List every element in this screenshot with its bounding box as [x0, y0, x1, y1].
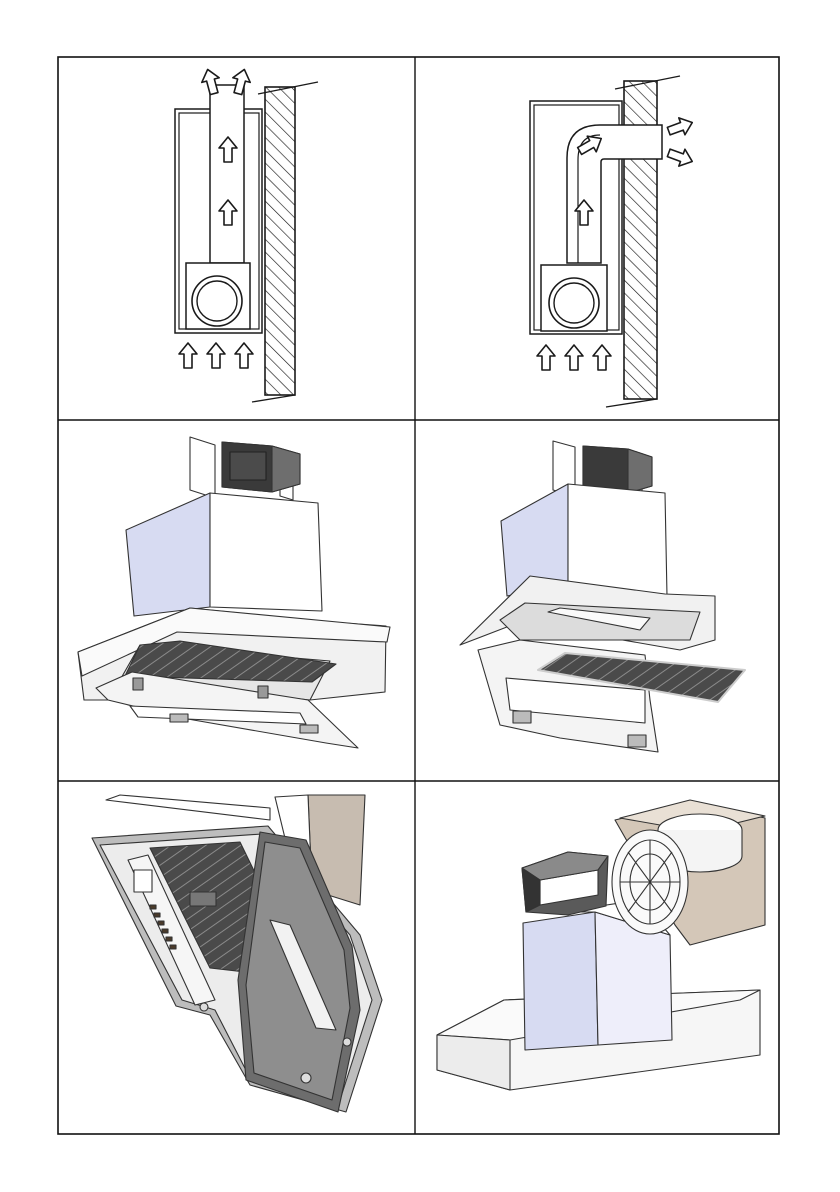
control-module	[522, 852, 608, 915]
chimney	[501, 484, 667, 596]
chimney	[126, 493, 322, 616]
vertical-exhaust-diagram	[175, 67, 318, 402]
right-arrow-icon	[666, 114, 696, 139]
hood-panel-open-render	[78, 437, 390, 748]
motor-box	[222, 442, 300, 492]
canopy	[460, 576, 715, 650]
up-arrow-icon	[207, 343, 225, 368]
hood-filter-removed-render	[460, 441, 745, 752]
fan-box	[186, 263, 250, 329]
up-arrow-icon	[593, 345, 611, 370]
hood-motor-assembly-render	[437, 800, 765, 1090]
wall-exhaust-diagram	[530, 76, 695, 407]
right-arrow-icon	[666, 144, 696, 169]
fan-grille-icon	[612, 830, 688, 934]
up-arrow-icon	[537, 345, 555, 370]
up-arrow-icon	[179, 343, 197, 368]
hood-underside-render	[92, 795, 382, 1112]
fan-box	[541, 265, 607, 331]
up-arrow-icon	[235, 343, 253, 368]
vertical-duct	[210, 85, 244, 263]
up-arrow-icon	[565, 345, 583, 370]
